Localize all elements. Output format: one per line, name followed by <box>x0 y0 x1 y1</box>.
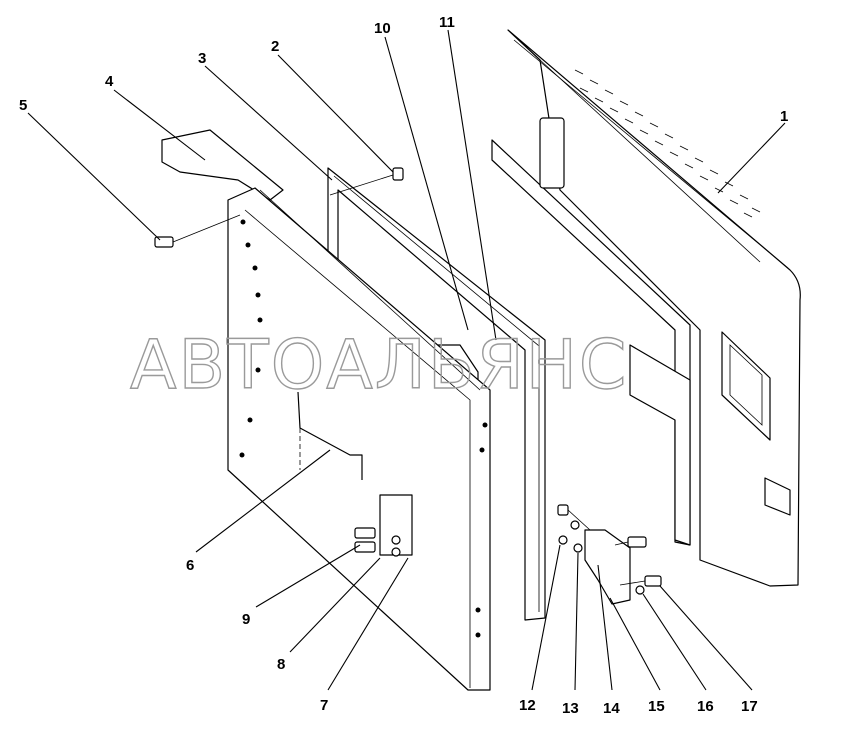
callout-13: 13 <box>562 700 579 717</box>
assembly-axes <box>172 174 646 586</box>
callout-7: 7 <box>320 697 328 714</box>
callout-10: 10 <box>374 20 391 37</box>
wire-clip <box>297 391 363 480</box>
callout-6: 6 <box>186 557 194 574</box>
hinge-bracket <box>584 529 631 605</box>
watermark-text: АВТОАЛЬЯНС <box>130 326 628 405</box>
callout-2: 2 <box>271 38 279 55</box>
callout-8: 8 <box>277 656 285 673</box>
cover-panel <box>491 29 801 587</box>
callout-labels: 1 2 3 4 5 10 11 6 9 8 7 12 13 14 15 16 1… <box>19 14 788 717</box>
callout-14: 14 <box>603 700 620 717</box>
callout-17: 17 <box>741 698 758 715</box>
leader-lines <box>27 29 786 691</box>
callout-1: 1 <box>780 108 788 125</box>
callout-16: 16 <box>697 698 714 715</box>
housing-frame <box>161 129 491 691</box>
callout-3: 3 <box>198 50 206 67</box>
mounting-plate <box>379 494 413 556</box>
callout-11: 11 <box>439 14 455 31</box>
callout-5: 5 <box>19 97 27 114</box>
louvre-row <box>574 69 761 218</box>
callout-4: 4 <box>105 73 114 90</box>
callout-9: 9 <box>242 611 250 628</box>
callout-15: 15 <box>648 698 665 715</box>
callout-12: 12 <box>519 697 536 714</box>
